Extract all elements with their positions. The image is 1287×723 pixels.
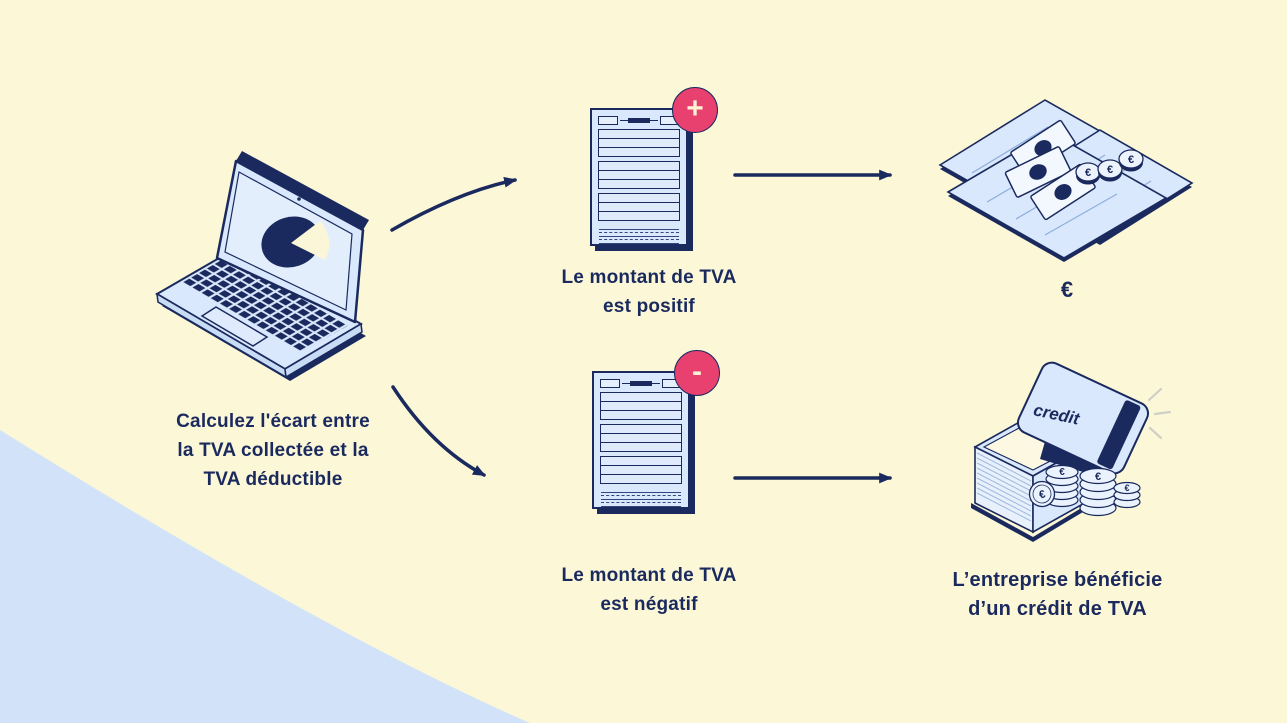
credit-result-caption: L’entreprise bénéficie d’un crédit de TV… [900,566,1215,624]
form-header-box [598,116,618,125]
coin-euro-glyph: € [1059,467,1065,478]
vat-form-negative: - [592,350,720,514]
minus-badge: - [674,350,720,396]
coin-euro-glyph: € [1095,471,1101,483]
laptop-base-edge-right [284,322,363,379]
coin-euro-glyph: € [1038,488,1047,501]
positive-caption-line: Le montant de TVA [561,267,737,288]
vat-form-paper [590,108,688,251]
tilted-coin: € [1028,480,1056,508]
form-header-row [600,379,682,388]
laptop-keyboard [182,255,349,352]
main-caption-line: la TVA collectée et la [177,440,369,461]
webcam-dot [297,197,301,201]
plus-badge-glyph: + [686,91,704,125]
form-header-box [600,379,620,388]
form-field-group [598,193,680,221]
credit-result-line: L’entreprise bénéficie [952,569,1163,591]
credit-card: credit [1016,361,1150,475]
credit-result-line: d’un crédit de TVA [968,598,1147,620]
credit-box-illustration: credit € € [971,361,1172,542]
form-footer-dashes [600,510,682,514]
euro-symbol: € [1060,277,1074,302]
form-field-group [598,129,680,157]
negative-caption: Le montant de TVA est négatif [518,561,780,619]
positive-caption: Le montant de TVA est positif [518,263,780,321]
laptop-illustration [155,151,369,381]
minus-badge-glyph: - [692,354,702,388]
coin-euro-glyph: € [1128,154,1134,166]
sparkle-icon [1147,387,1172,440]
pie-chart-icon [261,216,330,268]
form-header-line [622,380,660,386]
coin-stack: € [1079,467,1117,517]
vat-form-positive: + [590,87,718,251]
corner-curve-shape [0,430,530,723]
form-fine-print [598,226,680,244]
plus-badge: + [672,87,718,133]
main-caption-line: Calculez l'écart entre [176,411,370,432]
form-fine-print [600,489,682,507]
form-field-group [598,161,680,189]
negative-caption-line: Le montant de TVA [561,565,737,586]
negative-caption-line: est négatif [600,594,698,615]
form-field-group [600,392,682,420]
coin-stacks: € € € € [1028,464,1141,517]
arrow-laptop-to-positive [390,176,518,232]
coin-stack: € [1113,481,1141,509]
money-illustration: € € € [938,99,1194,262]
form-field-group [600,456,682,484]
form-header-row [598,116,680,125]
form-footer-dashes [598,247,680,251]
vat-form-paper [592,371,690,514]
coin-euro-glyph: € [1124,483,1129,493]
positive-caption-line: est positif [603,296,695,317]
laptop-trackpad [200,306,269,347]
euro-coins: € € € [1075,149,1144,185]
coin-euro-glyph: € [1085,167,1091,179]
laptop-lid-edge [236,151,369,230]
coin-euro-glyph: € [1107,164,1113,176]
arrow-laptop-to-negative [391,385,486,477]
form-header-line [620,117,658,123]
main-caption-line: TVA déductible [203,469,343,490]
main-caption: Calculez l'écart entre la TVA collectée … [148,407,398,494]
form-field-group [600,424,682,452]
